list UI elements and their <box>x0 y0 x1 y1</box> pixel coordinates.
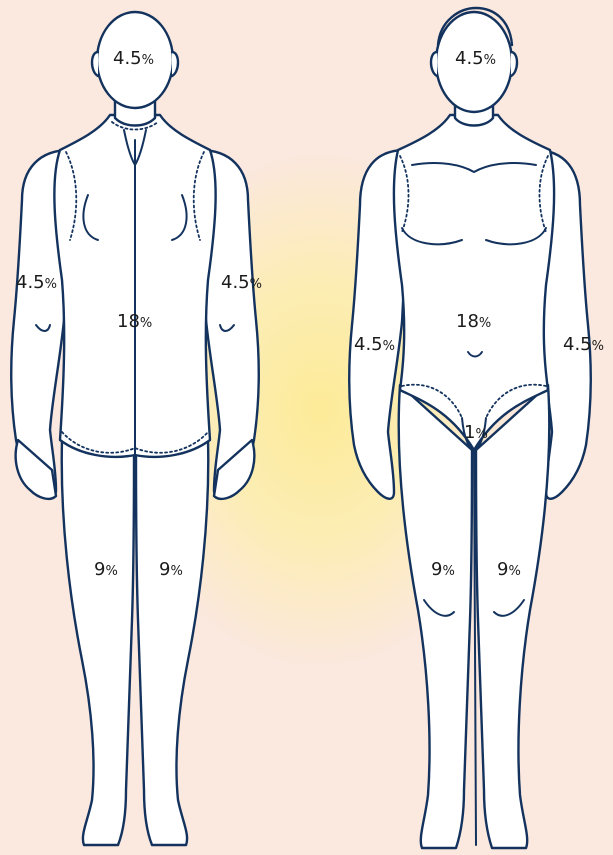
front-left-leg-percentage: 9% <box>431 561 455 579</box>
back-left-ear <box>92 52 98 76</box>
front-torso <box>394 115 554 450</box>
front-genitals-percentage: 1% <box>464 424 488 442</box>
front-left-ear <box>431 52 437 76</box>
front-head-percentage: 4.5% <box>455 50 496 68</box>
front-left-arm-percentage: 4.5% <box>354 336 395 354</box>
back-right-leg-percentage: 9% <box>159 561 183 579</box>
back-left-leg <box>62 440 134 845</box>
back-left-leg-percentage: 9% <box>94 561 118 579</box>
back-right-ear <box>172 52 178 76</box>
back-trunk-percentage: 18% <box>117 313 152 331</box>
front-right-leg-percentage: 9% <box>497 561 521 579</box>
front-right-leg <box>476 385 549 848</box>
front-right-arm-percentage: 4.5% <box>563 336 604 354</box>
back-right-arm-percentage: 4.5% <box>221 274 262 292</box>
back-head-percentage: 4.5% <box>113 50 154 68</box>
back-right-leg <box>136 440 208 845</box>
front-trunk-percentage: 18% <box>456 313 491 331</box>
front-right-ear <box>511 52 517 76</box>
back-left-arm-percentage: 4.5% <box>16 274 57 292</box>
front-left-leg <box>399 385 472 848</box>
